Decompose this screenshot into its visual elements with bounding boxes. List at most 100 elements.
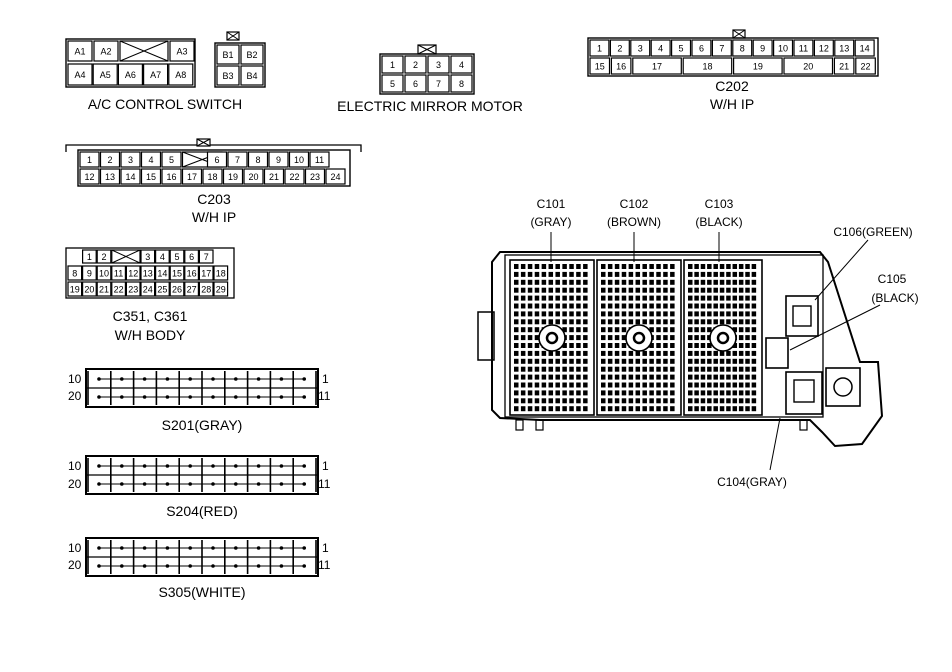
terminal-cavity: [520, 406, 526, 412]
terminal-cavity: [649, 382, 654, 388]
terminal-cavity: [670, 311, 675, 317]
terminal-cavity: [628, 264, 634, 269]
terminal-cavity: [541, 374, 547, 380]
pin-label: 26: [172, 285, 182, 295]
terminal-cavity: [663, 327, 668, 333]
pin-label: B2: [246, 50, 257, 60]
pin-cell: [96, 281, 112, 297]
pin-cell: [140, 265, 156, 281]
terminal-cavity: [745, 350, 750, 356]
terminal-cavity: [527, 335, 533, 341]
terminal-cavity: [562, 366, 567, 372]
terminal-cavity: [614, 303, 620, 309]
terminal-cavity: [656, 287, 661, 293]
terminal-cavity: [649, 374, 654, 380]
terminal-cavity: [576, 311, 581, 317]
pin-label: 8: [459, 79, 464, 89]
pin-label: 20: [84, 285, 94, 295]
pin-label: 1: [87, 155, 92, 165]
terminal-cavity: [732, 350, 738, 356]
terminal-cavity: [527, 264, 533, 269]
terminal-cavity: [520, 303, 526, 309]
terminal-cavity: [635, 374, 641, 380]
pin-label: 16: [616, 62, 626, 72]
terminal-cavity: [649, 390, 654, 396]
terminal-cavity: [656, 350, 661, 356]
terminal-cavity: [569, 271, 574, 277]
terminal-cavity: [700, 358, 706, 364]
pin-label: 24: [330, 172, 340, 182]
pin-label: A1: [74, 47, 85, 57]
terminal-cavity: [607, 264, 613, 269]
terminal-cavity: [548, 311, 554, 317]
s204-label: S204(RED): [166, 503, 238, 519]
splice-terminal: [142, 395, 147, 399]
pin-label: 21: [839, 62, 849, 72]
terminal-cavity: [576, 366, 581, 372]
terminal-cavity: [713, 358, 718, 364]
terminal-cavity: [548, 366, 554, 372]
terminal-cavity: [694, 335, 699, 341]
pin-cell: [169, 249, 185, 264]
terminal-cavity: [514, 366, 519, 372]
terminal-cavity: [607, 406, 613, 412]
terminal-cavity: [601, 343, 606, 348]
terminal-cavity: [520, 382, 526, 388]
terminal-cavity: [635, 303, 641, 309]
terminal-cavity: [548, 350, 554, 356]
terminal-cavity: [514, 358, 519, 364]
pin-cell: [213, 265, 229, 281]
terminal-cavity: [688, 335, 693, 341]
pin-label: 18: [702, 62, 712, 72]
pin-label: 5: [679, 44, 684, 54]
pin-label: 12: [128, 269, 138, 279]
pin-cell: [247, 151, 269, 168]
terminal-cavity: [583, 350, 588, 356]
terminal-cavity: [569, 398, 574, 404]
terminal-cavity: [656, 398, 661, 404]
terminal-cavity: [707, 366, 712, 372]
s201-pin-right-top: 1: [322, 372, 329, 386]
terminal-cavity: [541, 303, 547, 309]
terminal-cavity: [670, 390, 675, 396]
splice-packs: [85, 368, 319, 577]
pin-label: 12: [819, 44, 829, 54]
terminal-cavity: [527, 366, 533, 372]
pin-cell: [325, 168, 346, 185]
terminal-cavity: [520, 271, 526, 277]
terminal-cavity: [707, 303, 712, 309]
terminal-cavity: [694, 374, 699, 380]
splice-terminal: [120, 546, 124, 550]
terminal-cavity: [583, 358, 588, 364]
pin-label: 19: [228, 172, 238, 182]
terminal-cavity: [520, 335, 526, 341]
terminal-cavity: [569, 366, 574, 372]
pin-cell: [169, 40, 195, 62]
terminal-cavity: [548, 358, 554, 364]
terminal-cavity: [548, 271, 554, 277]
terminal-cavity: [621, 319, 627, 325]
c104-socket: [785, 371, 823, 415]
terminal-cavity: [576, 279, 581, 285]
terminal-cavity: [541, 398, 547, 404]
pin-cell: [450, 74, 473, 93]
terminal-cavity: [738, 279, 744, 285]
terminal-cavity: [534, 390, 540, 396]
pin-label: 11: [315, 155, 324, 165]
pin-cell: [609, 39, 630, 57]
terminal-cavity: [688, 398, 693, 404]
terminal-cavity: [719, 279, 725, 285]
terminal-cavity: [607, 271, 613, 277]
terminal-cavity: [520, 264, 526, 269]
terminal-cavity: [656, 390, 661, 396]
terminal-cavity: [726, 295, 731, 301]
pin-label: 9: [760, 44, 765, 54]
pin-label: A6: [125, 70, 136, 80]
terminal-cavity: [642, 271, 647, 277]
pin-label: 8: [740, 44, 745, 54]
terminal-cavity: [688, 311, 693, 317]
pin-label: 1: [87, 252, 92, 262]
terminal-cavity: [555, 366, 560, 372]
terminal-cavity: [562, 358, 567, 364]
